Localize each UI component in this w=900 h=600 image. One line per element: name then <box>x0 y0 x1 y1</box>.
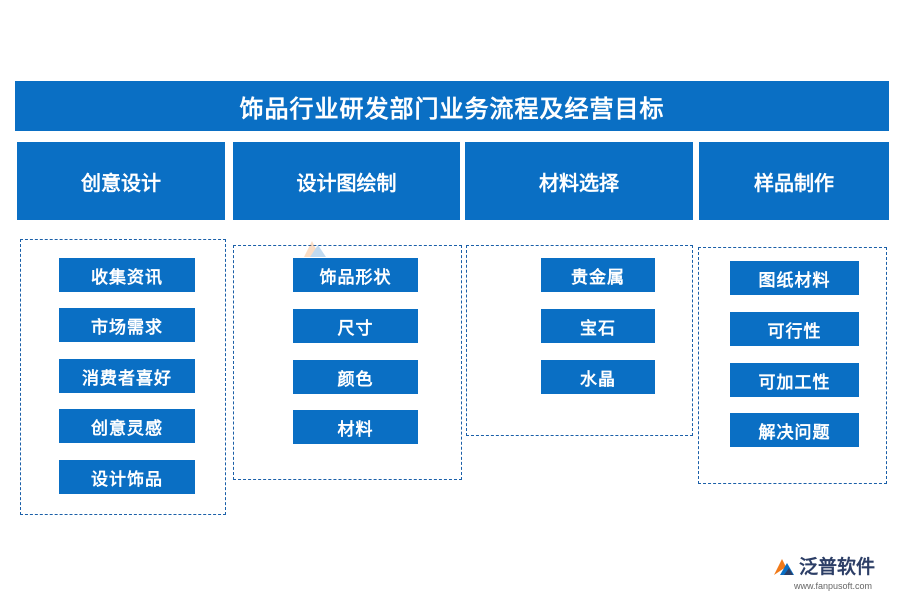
column-header-3: 材料选择 <box>465 142 693 220</box>
column-panel-4: 图纸材料 可行性 可加工性 解决问题 <box>698 247 887 484</box>
column-header-2: 设计图绘制 <box>233 142 460 220</box>
brand-logo-icon <box>774 559 794 575</box>
flow-item: 水晶 <box>541 360 655 394</box>
brand-url: www.fanpusoft.com <box>794 581 873 591</box>
flow-item: 材料 <box>293 410 418 444</box>
column-panel-3: 贵金属 宝石 水晶 <box>466 245 693 436</box>
flow-item: 解决问题 <box>730 413 859 447</box>
flow-item: 图纸材料 <box>730 261 859 295</box>
flow-item: 尺寸 <box>293 309 418 343</box>
flow-item: 创意灵感 <box>59 409 195 443</box>
column-panel-1: 收集资讯 市场需求 消费者喜好 创意灵感 设计饰品 <box>20 239 226 515</box>
flow-item: 颜色 <box>293 360 418 394</box>
flow-item: 收集资讯 <box>59 258 195 292</box>
diagram-title: 饰品行业研发部门业务流程及经营目标 <box>15 81 889 131</box>
flow-item: 宝石 <box>541 309 655 343</box>
flow-item: 可行性 <box>730 312 859 346</box>
brand-name: 泛普软件 <box>799 556 876 578</box>
flow-item: 消费者喜好 <box>59 359 195 393</box>
watermark-logo-icon <box>304 241 326 257</box>
flow-item: 市场需求 <box>59 308 195 342</box>
flow-item: 贵金属 <box>541 258 655 292</box>
flow-item: 可加工性 <box>730 363 859 397</box>
column-panel-2: 饰品形状 尺寸 颜色 材料 <box>233 241 462 480</box>
column-header-4: 样品制作 <box>699 142 889 220</box>
flow-item: 设计饰品 <box>59 460 195 494</box>
flow-item: 饰品形状 <box>293 258 418 292</box>
column-header-1: 创意设计 <box>17 142 225 220</box>
brand-footer: 泛普软件 www.fanpusoft.com <box>772 553 892 593</box>
